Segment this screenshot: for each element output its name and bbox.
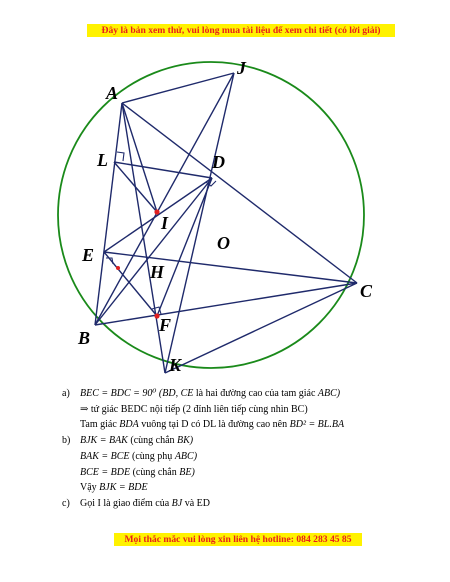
preview-notice-banner: Đây là bản xem thử, vui lòng mua tài liệ… — [87, 24, 395, 37]
segment-CE — [103, 251, 358, 284]
text-let-i: Gọi I là giao điểm của — [80, 497, 170, 509]
text-and-ed: và ED — [184, 497, 210, 509]
text-same-arc-1: (cùng chắn — [130, 435, 175, 447]
right-angle-F — [151, 306, 162, 315]
arc-be: BE) — [179, 466, 195, 478]
label-D: D — [211, 152, 225, 172]
segment-JK — [164, 72, 235, 374]
label-A: A — [105, 83, 118, 103]
label-L: L — [96, 150, 108, 170]
text-therefore: Vậy — [80, 482, 97, 494]
solution-b-line4: Vậy BJK = BDE — [62, 480, 442, 496]
solution-b-line1: b) BJK = BAK (cùng chắn BK) — [62, 433, 442, 449]
label-C: C — [360, 281, 373, 301]
arc-bk: BK) — [177, 435, 194, 447]
point-E-mark — [116, 266, 120, 270]
label-F: F — [158, 315, 171, 335]
angle-bak-bce: BAK = BCE — [80, 450, 130, 462]
segment-LI — [113, 161, 158, 213]
hotline-banner: Mọi thắc mắc vui lòng xin liên hệ hotlin… — [114, 533, 362, 546]
geometry-figure: A J L D I O E H C F B K — [57, 58, 373, 375]
part-b-tag: b) — [62, 435, 71, 447]
text-right-triangle: vuông tại D có DL là đường cao nên — [141, 419, 288, 431]
triangle-bda: BDA — [119, 419, 139, 431]
figure-points — [116, 209, 160, 319]
segment-FD — [156, 177, 213, 317]
solution-a-line3: Tam giác BDA vuông tại D có DL là đường … — [62, 417, 442, 433]
segment-JB — [94, 72, 235, 326]
point-F — [154, 313, 160, 319]
label-I: I — [160, 213, 169, 233]
segment-bj-name: BJ — [171, 497, 183, 509]
solution-text: a) BEC = BDC = 90⁰ (BD, CE là hai đường c… — [62, 386, 442, 512]
segment-ED — [103, 177, 213, 253]
label-H: H — [149, 262, 165, 282]
right-angle-L — [116, 151, 125, 162]
segment-AB — [94, 102, 123, 326]
angle-equation: BEC = BDC = 90⁰ — [80, 388, 157, 399]
label-E: E — [81, 245, 94, 265]
label-J: J — [236, 58, 247, 78]
angle-bjk-bak: BJK = BAK — [80, 435, 128, 447]
solution-a-line1: a) BEC = BDC = 90⁰ (BD, CE là hai đường c… — [62, 386, 442, 402]
segment-AC — [121, 102, 358, 284]
solution-a-line2: ⇒ tứ giác BEDC nội tiếp (2 đỉnh liên tiế… — [80, 403, 308, 415]
text-complementary: (cùng phụ — [132, 450, 173, 462]
label-K: K — [168, 355, 183, 375]
segment-BC — [94, 282, 358, 326]
right-angle-D — [205, 180, 217, 187]
figure-lines — [94, 72, 358, 374]
right-angle-markers — [106, 151, 217, 315]
part-a-tag: a) — [62, 388, 70, 399]
angle-bce-bde: BCE = BDE — [80, 466, 131, 478]
triangle-abc: ABC) — [317, 388, 341, 399]
text-same-arc-2: (cùng chắn — [132, 466, 177, 478]
segment-AJ — [121, 72, 235, 104]
solution-b-line2: BAK = BCE (cùng phụ ABC) — [62, 449, 442, 465]
text-altitudes: là hai đường cao của tam giác — [195, 388, 316, 399]
part-c-tag: c) — [62, 497, 70, 509]
segment-AI — [121, 102, 158, 213]
label-B: B — [77, 328, 90, 348]
text-triangle: Tam giác — [80, 419, 117, 431]
circumcircle — [57, 61, 365, 369]
label-O: O — [217, 233, 230, 253]
segment-DL — [113, 161, 213, 179]
relation-bd-squared: BD² = BL.BA — [289, 419, 345, 431]
segment-BD — [94, 177, 213, 326]
right-angle-E — [106, 257, 114, 265]
segment-KC — [164, 282, 358, 374]
altitude-names: (BD, CE — [158, 388, 194, 399]
solution-c-line1: c) Gọi I là giao điểm của BJ và ED — [62, 496, 442, 512]
angle-bjk-bde: BJK = BDE — [99, 482, 148, 494]
solution-b-line3: BCE = BDE (cùng chắn BE) — [62, 465, 442, 481]
point-I — [154, 209, 160, 215]
angle-abc: ABC) — [174, 450, 198, 462]
